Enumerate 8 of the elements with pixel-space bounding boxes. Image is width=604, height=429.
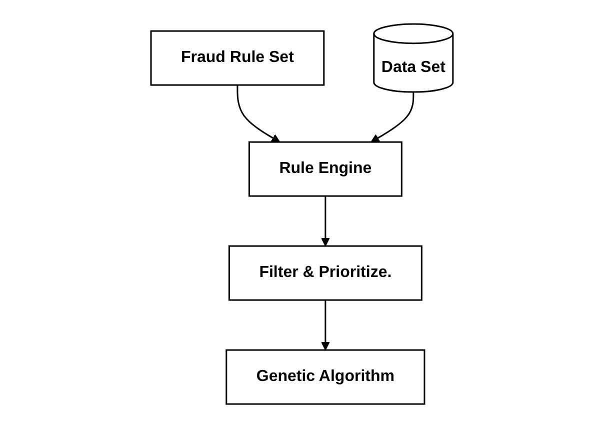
arrow: [321, 196, 330, 247]
arrow: [370, 92, 414, 143]
node-box: Genetic Algorithm: [226, 350, 426, 406]
arrow: [321, 300, 330, 351]
node-box: Rule Engine: [248, 142, 402, 198]
node-box: Fraud Rule Set: [150, 30, 325, 86]
arrow: [236, 86, 280, 143]
node-box: Filter & Prioritize.: [228, 246, 422, 302]
